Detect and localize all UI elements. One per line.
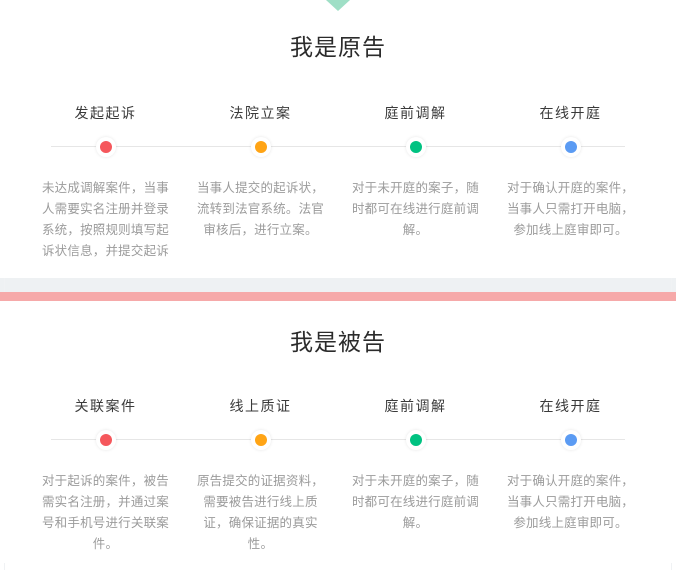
plaintiff-step-2-label: 法院立案 [229,104,292,121]
plaintiff-step-3-dot-row [276,135,555,159]
defendant-step-3-status-dot-icon [409,433,422,446]
section-plaintiff-title: 我是原告 [290,34,386,60]
plaintiff-step-2-dot-row [121,135,400,159]
defendant-step-1-description: 对于起诉的案件，被告需实名注册，并通过案号和手机号进行关联案件。 [41,473,169,551]
page-right-rail [671,0,672,570]
plaintiff-step-3-label: 庭前调解 [384,104,447,121]
defendant-step-3-dot-row [276,428,555,452]
defendant-step-2-label: 线上质证 [229,397,292,414]
section-divider-bar [0,292,676,311]
section-gap-band [0,278,676,292]
plaintiff-step-4-status-dot-icon [564,140,577,153]
plaintiff-step-3-status-dot-icon [409,140,422,153]
plaintiff-step-list: 发起起诉 未达成调解案件，当事人需要实名注册并登录系统，按照规则填写起诉状信息，… [28,104,648,262]
plaintiff-step-4[interactable]: 在线开庭 对于确认开庭的案件，当事人只需打开电脑，参加线上庭审即可。 [431,104,648,262]
defendant-step-4-description: 对于确认开庭的案件，当事人只需打开电脑，参加线上庭审即可。 [506,473,634,530]
plaintiff-step-4-description: 对于确认开庭的案件，当事人只需打开电脑，参加线上庭审即可。 [506,180,634,237]
plaintiff-step-3-description: 对于未开庭的案子，随时都可在线进行庭前调解。 [351,180,479,237]
defendant-step-1-status-dot-icon [99,433,112,446]
defendant-step-3-label: 庭前调解 [384,397,447,414]
defendant-step-2-status-dot-icon [254,433,267,446]
defendant-step-4[interactable]: 在线开庭 对于确认开庭的案件，当事人只需打开电脑，参加线上庭审即可。 [431,397,648,555]
defendant-step-2-dot-row [121,428,400,452]
defendant-step-3-description: 对于未开庭的案子，随时都可在线进行庭前调解。 [351,473,479,530]
defendant-step-4-dot-row [431,428,640,452]
defendant-step-list: 关联案件 对于起诉的案件，被告需实名注册，并通过案号和手机号进行关联案件。 线上… [28,397,648,555]
plaintiff-step-3[interactable]: 庭前调解 对于未开庭的案子，随时都可在线进行庭前调解。 [276,104,555,262]
plaintiff-step-2[interactable]: 法院立案 当事人提交的起诉状，流转到法官系统。法官审核后，进行立案。 [121,104,400,262]
defendant-step-4-status-dot-icon [564,433,577,446]
section-plaintiff: 我是原告 发起起诉 未达成调解案件，当事人需要实名注册并登录系统，按照规则填写起… [0,0,676,278]
defendant-step-2[interactable]: 线上质证 原告提交的证据资料，需要被告进行线上质证，确保证据的真实性。 [121,397,400,555]
plaintiff-step-2-status-dot-icon [254,140,267,153]
plaintiff-step-1-status-dot-icon [99,140,112,153]
top-chevron-down-triangle-icon [326,0,350,11]
defendant-step-2-description: 原告提交的证据资料，需要被告进行线上质证，确保证据的真实性。 [196,473,324,551]
plaintiff-step-4-label: 在线开庭 [539,104,602,121]
plaintiff-step-1-description: 未达成调解案件，当事人需要实名注册并登录系统，按照规则填写起诉状信息，并提交起诉 [41,180,169,258]
plaintiff-step-2-description: 当事人提交的起诉状，流转到法官系统。法官审核后，进行立案。 [196,180,324,237]
page-left-rail [4,0,5,570]
plaintiff-step-4-dot-row [431,135,640,159]
plaintiff-step-1-label: 发起起诉 [74,104,137,121]
timeline-line-segment [431,145,625,147]
defendant-step-3[interactable]: 庭前调解 对于未开庭的案子，随时都可在线进行庭前调解。 [276,397,555,555]
section-defendant-title: 我是被告 [290,329,386,355]
plaintiff-step-1[interactable]: 发起起诉 未达成调解案件，当事人需要实名注册并登录系统，按照规则填写起诉状信息，… [28,104,245,262]
timeline-line-segment [431,438,625,440]
plaintiff-step-1-dot-row [36,135,245,159]
defendant-step-1-label: 关联案件 [74,397,137,414]
defendant-step-1[interactable]: 关联案件 对于起诉的案件，被告需实名注册，并通过案号和手机号进行关联案件。 [28,397,245,555]
defendant-step-4-label: 在线开庭 [539,397,602,414]
section-defendant: 我是被告 关联案件 对于起诉的案件，被告需实名注册，并通过案号和手机号进行关联案… [0,301,676,563]
defendant-step-1-dot-row [36,428,245,452]
